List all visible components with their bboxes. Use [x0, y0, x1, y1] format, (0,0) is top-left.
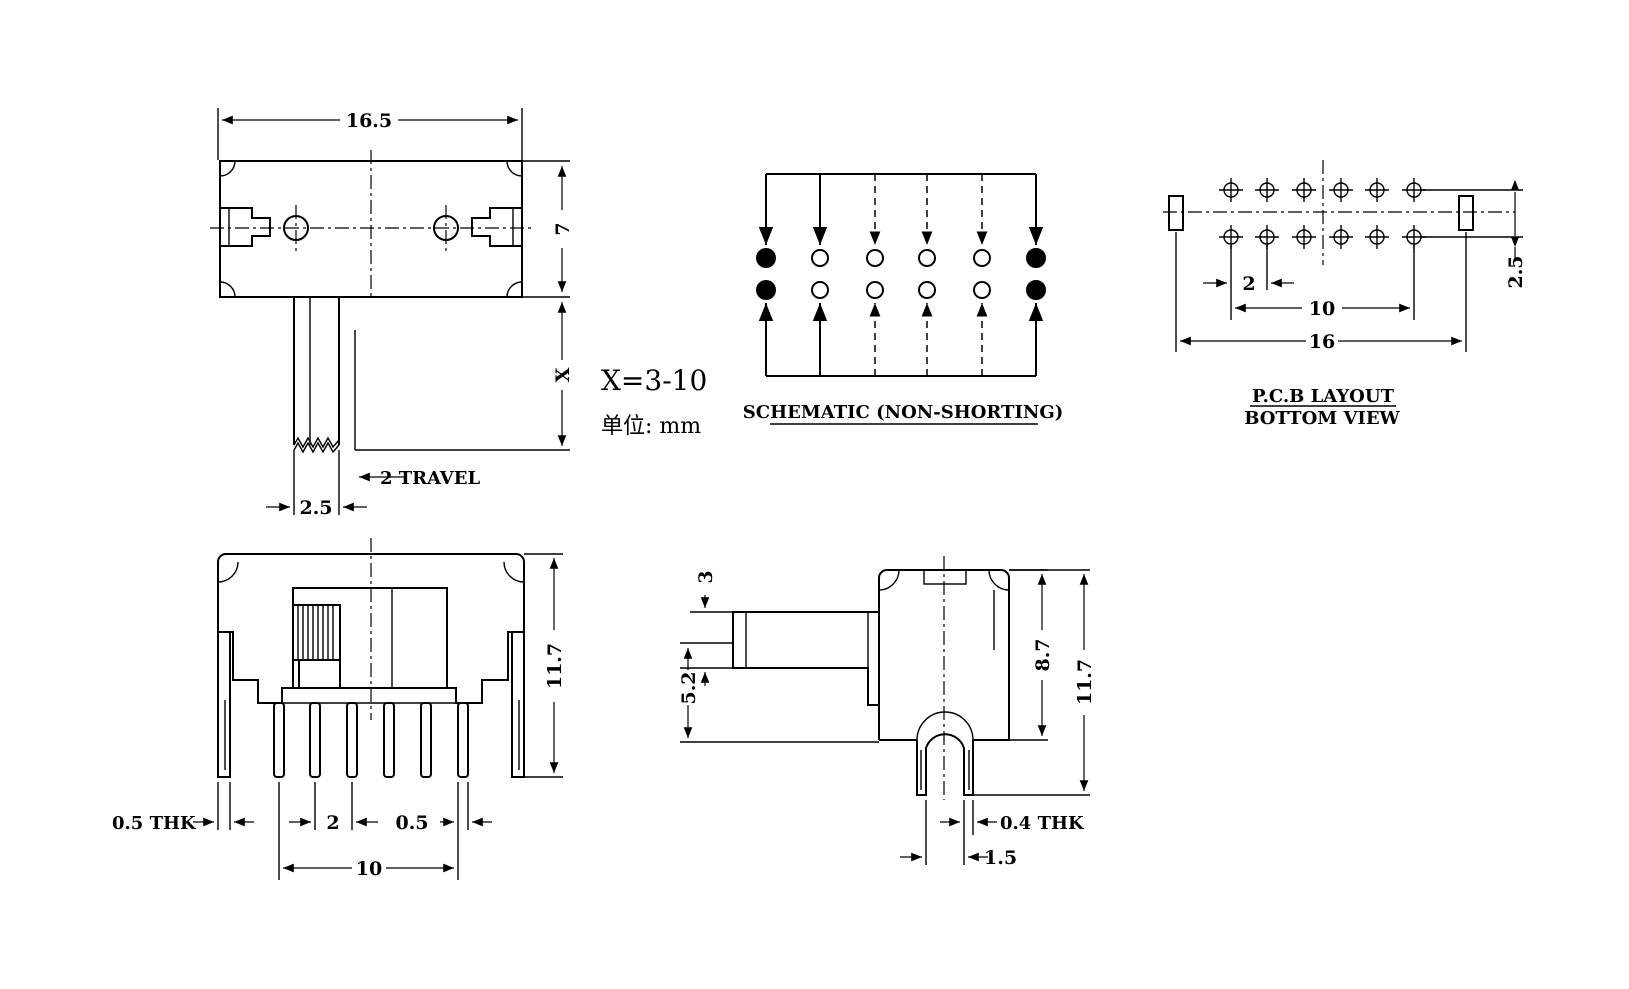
front-dim-pin: 0.5: [395, 812, 428, 834]
front-dim-span: 10: [356, 858, 382, 880]
front-view: 11.7 0.5 THK 2 0.5 10: [112, 538, 566, 880]
top-view: 16.5 7: [210, 108, 574, 519]
terminal-pins: [273, 702, 469, 778]
schematic-diagram: SCHEMATIC (NON-SHORTING): [743, 173, 1063, 425]
side-dim-15: 1.5: [984, 847, 1017, 869]
schematic-title: SCHEMATIC (NON-SHORTING): [743, 402, 1063, 423]
front-dim-thk: 0.5 THK: [112, 813, 197, 834]
side-dim-3: 3: [695, 570, 717, 583]
unit-note: X=3-10 单位: mm: [601, 364, 707, 439]
note-unit: 单位: mm: [601, 414, 701, 439]
pcb-slot-left: [1168, 195, 1184, 231]
side-dim-117: 11.7: [1074, 659, 1096, 705]
dim-width-label: 16.5: [346, 110, 392, 132]
pcb-subtitle: BOTTOM VIEW: [1244, 408, 1400, 429]
pcb-dim-pitch: 2: [1242, 273, 1255, 295]
front-dim-pitch: 2: [326, 812, 339, 834]
pcb-dim-total: 16: [1309, 331, 1335, 353]
dim-x-label: X: [552, 367, 574, 382]
dim-height-label: 7: [552, 222, 574, 235]
pcb-dim-row: 10: [1309, 298, 1335, 320]
side-dim-thk: 0.4 THK: [1000, 813, 1085, 834]
pcb-slot-right: [1458, 195, 1474, 231]
pcb-title: P.C.B LAYOUT: [1252, 386, 1395, 407]
pcb-dim-rows-gap: 2.5: [1505, 255, 1527, 288]
dim-actuator-label: 2.5: [299, 497, 332, 519]
note-formula: X=3-10: [601, 364, 707, 397]
side-dim-87: 8.7: [1032, 638, 1054, 671]
side-view: 3 5.2 8.7 11.7 0.4 THK 1.5: [678, 556, 1096, 869]
front-dim-height: 11.7: [544, 643, 566, 689]
dim-travel-label: 2 TRAVEL: [380, 468, 480, 489]
pcb-holes: [1219, 178, 1426, 249]
pcb-layout: 2.5 2 10 16 P.C.B LAYOUT BOTTOM VIEW: [1163, 160, 1527, 429]
side-dim-52: 5.2: [678, 671, 700, 704]
contact-filled: [756, 248, 776, 268]
